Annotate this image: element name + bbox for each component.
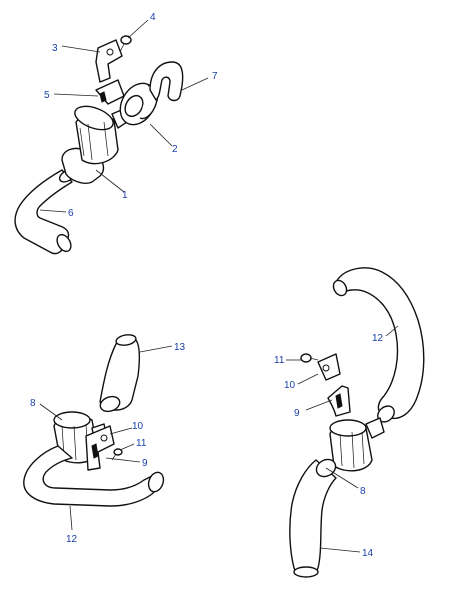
callout-br-9: 9 xyxy=(294,408,300,419)
screw-11-right xyxy=(300,353,319,363)
hose-13 xyxy=(99,334,141,413)
callout-bl-10: 10 xyxy=(132,421,144,432)
callout-bl-9: 9 xyxy=(142,458,148,469)
callout-top-2: 2 xyxy=(172,144,178,155)
callout-labels: 1 2 3 4 5 6 7 8 9 10 11 12 13 8 9 10 11 … xyxy=(30,12,384,559)
callout-top-1: 1 xyxy=(122,190,128,201)
hose-12-left xyxy=(23,445,165,507)
bottom-right-assembly xyxy=(289,267,425,578)
callout-bl-13: 13 xyxy=(174,342,186,353)
callout-bl-11: 11 xyxy=(136,438,147,449)
callout-top-4: 4 xyxy=(150,12,156,23)
screw-4 xyxy=(119,35,132,53)
bracket-10-right xyxy=(317,353,341,381)
valve-8-right xyxy=(329,417,385,472)
bracket-9-right xyxy=(327,385,351,417)
callout-bl-12: 12 xyxy=(66,534,78,545)
leader-lines xyxy=(39,19,399,553)
bracket-3 xyxy=(95,39,123,83)
callout-bl-8: 8 xyxy=(30,398,36,409)
callout-br-8: 8 xyxy=(360,486,366,497)
callout-br-14: 14 xyxy=(362,548,374,559)
callout-top-7: 7 xyxy=(212,71,218,82)
bracket-5 xyxy=(95,79,125,105)
hose-7 xyxy=(149,61,184,102)
callout-br-11: 11 xyxy=(274,355,285,366)
callout-top-6: 6 xyxy=(68,208,74,219)
bottom-left-assembly xyxy=(23,334,165,507)
bracket-9-10 xyxy=(85,425,123,471)
callout-top-3: 3 xyxy=(52,43,58,54)
top-assembly xyxy=(14,35,184,255)
valve-1 xyxy=(61,105,131,184)
callout-br-10: 10 xyxy=(284,380,296,391)
hose-14 xyxy=(289,458,337,578)
callout-top-5: 5 xyxy=(44,90,50,101)
callout-br-12: 12 xyxy=(372,333,384,344)
